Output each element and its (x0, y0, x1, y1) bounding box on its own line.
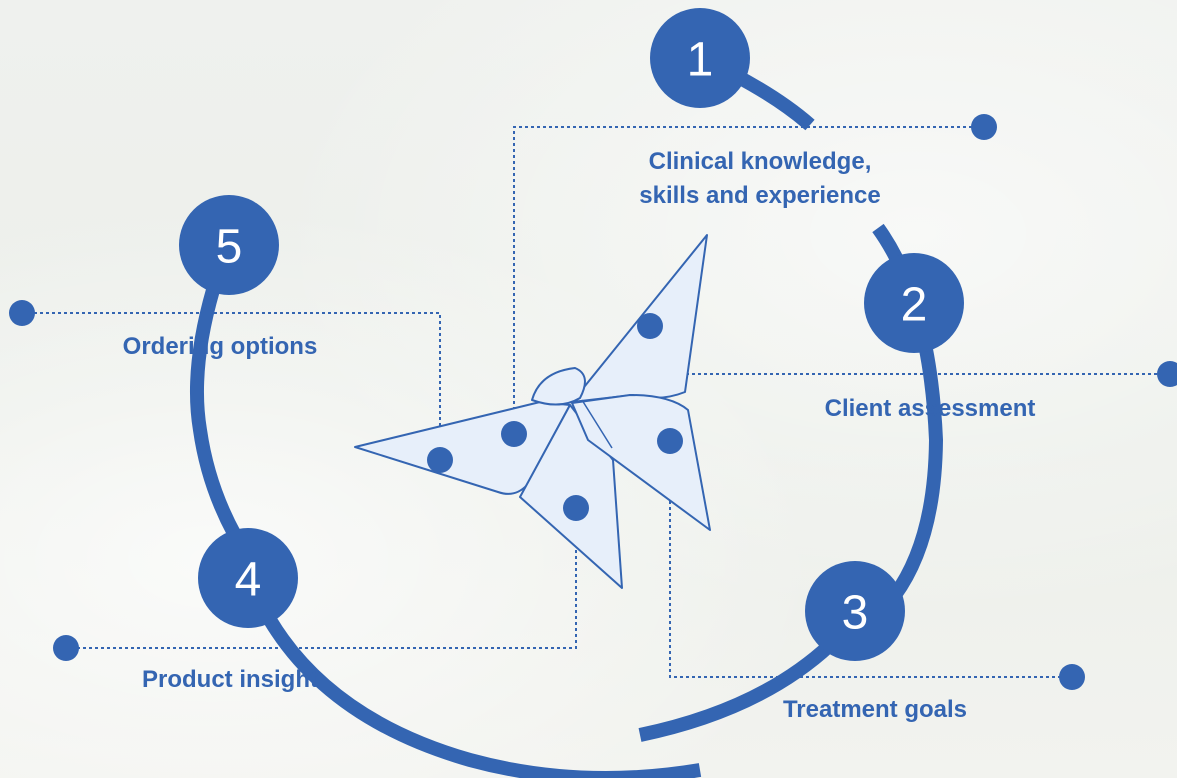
butterfly-icon (354, 234, 711, 589)
step-label-1: Clinical knowledge, skills and experienc… (560, 145, 960, 213)
step-label-3: Treatment goals (782, 696, 968, 723)
step-label-1-line-1: Clinical knowledge, (648, 148, 872, 175)
leader-dot-3-start (657, 428, 683, 454)
step-badge-3: 3 (805, 561, 905, 661)
step-label-5: Ordering options (122, 333, 318, 360)
leader-dot-2-end (1157, 361, 1177, 387)
step-label-2: Client assessment (824, 395, 1036, 422)
step-badge-1: 1 (650, 8, 750, 108)
step-badge-2: 2 (864, 253, 964, 353)
butterfly-lower-right-wing (571, 394, 711, 531)
leader-line-3 (669, 441, 1072, 678)
leader-dot-5-end (9, 300, 35, 326)
leader-dot-5-start (427, 447, 453, 473)
step-number-4: 4 (235, 554, 262, 607)
butterfly-fold (581, 399, 613, 449)
step-badge-4: 4 (198, 528, 298, 628)
butterfly-head (531, 367, 586, 406)
step-number-3: 3 (842, 587, 869, 640)
step-label-1-line-2: skills and experience (639, 182, 881, 209)
leader-dot-1-start (501, 421, 527, 447)
step-badge-5: 5 (179, 195, 279, 295)
leader-dot-4-start (563, 495, 589, 521)
leader-dot-3-end (1059, 664, 1085, 690)
ring-segment-4 (263, 616, 702, 778)
leader-line-5 (22, 312, 441, 460)
leader-dot-4-end (53, 635, 79, 661)
step-number-1: 1 (687, 34, 714, 87)
leader-dot-2-start (637, 313, 663, 339)
leader-dot-1-end (971, 114, 997, 140)
ring-segment-3 (638, 639, 835, 742)
leader-line-1 (513, 126, 984, 434)
step-number-2: 2 (901, 279, 928, 332)
step-label-4: Product insight (142, 666, 318, 693)
leader-line-4 (66, 508, 577, 649)
ring-segment-5 (190, 288, 256, 564)
step-number-5: 5 (216, 221, 243, 274)
